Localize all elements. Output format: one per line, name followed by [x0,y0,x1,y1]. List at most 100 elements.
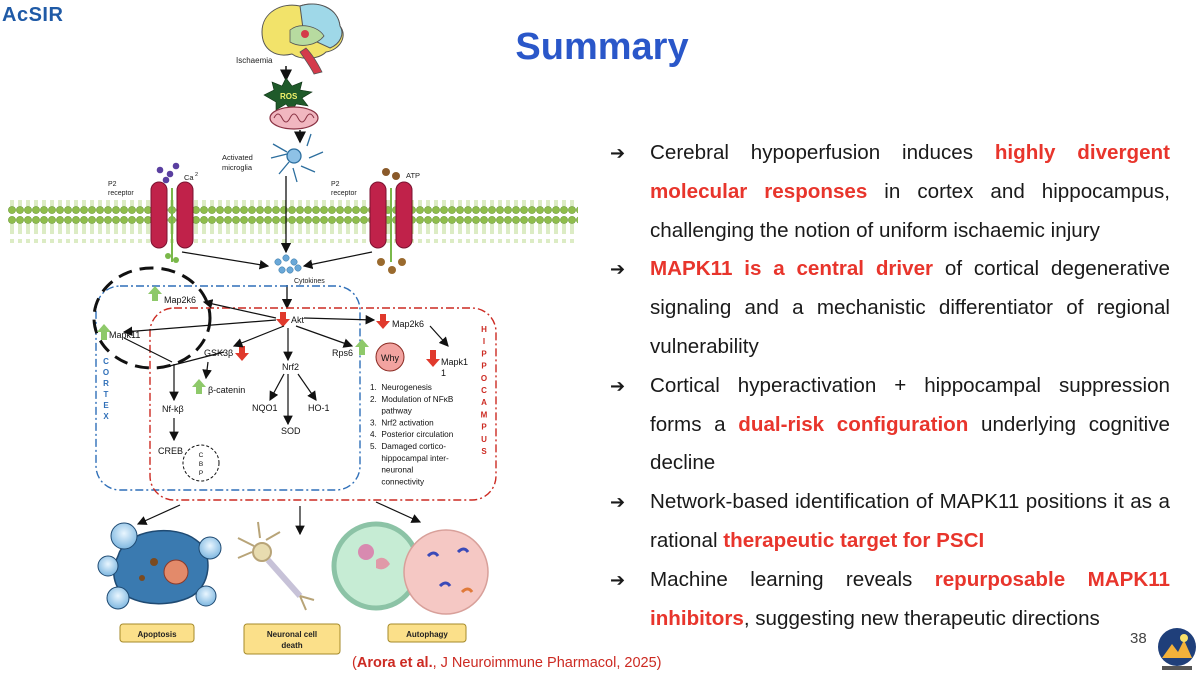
map2k6-right-label: Map2k6 [392,319,424,329]
neuron-illustration [237,521,315,611]
p2-right-label-line1: P2 [331,181,340,188]
hippocampus-letter: U [481,435,487,444]
bullet-text: Cortical hyperactivation + hippocampal s… [650,373,1170,436]
why-label: Why [381,353,400,363]
nqo1-label: NQO1 [252,403,278,413]
summary-bullet: ➔ MAPK11 is a central driver of cortical … [606,250,1170,366]
bullet-arrow-icon: ➔ [610,143,626,163]
ca-label: Ca [184,173,194,182]
p2-left-label-line1: P2 [108,181,117,188]
bullet-highlight: therapeutic target for PSCI [723,528,985,552]
ros-label: ROS [280,92,298,101]
hippocampus-letter: S [481,447,487,456]
autophagy-illustration [331,521,489,615]
hippocampus-letter: P [481,423,487,432]
akt-label: Akt [291,315,305,325]
ca-superscript: 2 [195,172,198,178]
bullet-text: Cerebral hypoperfusion induces [650,141,995,164]
cortex-letter: X [103,412,109,421]
gsk3b-node: GSK3β [204,346,249,361]
cbp-circle [182,444,220,482]
ho1-label: HO-1 [308,403,330,413]
p2-right-label-line2: receptor [331,190,357,197]
mapk11-right-label-line2: 1 [441,368,446,378]
hippocampus-letter: A [481,398,487,407]
why-list-item: 1. Neurogenesis [370,383,432,392]
hippocampus-letter: C [481,386,487,395]
mitochondrion-illustration [269,106,319,130]
cortex-region-box [95,285,361,491]
summary-bullet: ➔ Cerebral hypoperfusion induces highly d… [606,134,1170,250]
cortex-letter: R [103,379,109,388]
summary-bullet: ➔ Network-based identification of MAPK11 … [606,483,1170,561]
map2k6-right-node: Map2k6 [376,314,424,329]
cbp-letter: C [199,452,204,459]
bullet-arrow-icon: ➔ [610,375,626,396]
p2-receptor-right [369,168,413,274]
mapk11-right-node: Mapk1 1 [426,350,468,378]
cortex-letter: T [104,390,109,399]
apoptosis-label: Apoptosis [137,630,177,639]
beta-catenin-label: β-catenin [208,385,245,395]
bullet-highlight: repurposable MAPK11 inhibitors [650,567,1170,630]
hippocampus-letter: O [481,374,487,383]
bullet-arrow-icon: ➔ [610,492,626,513]
why-list-item: hippocampal inter- [370,454,449,463]
bullet-text: underlying cognitive decline [650,412,1170,475]
mapk11-highlight-circle [92,266,212,370]
why-list-item: neuronal [370,466,413,475]
autophagy-label: Autophagy [406,630,448,639]
map2k6-left-label: Map2k6 [164,295,196,305]
why-list-item: 3. Nrf2 activation [370,418,434,427]
bullet-highlight: highly divergent molecular responses [650,141,1170,203]
pathway-diagram: Ischaemia ROS Activated microglia P2 rec… [8,3,578,655]
cbp-letter: B [199,461,203,468]
ischaemia-label: Ischaemia [236,56,273,65]
bullet-text: in cortex and hippocampus, challenging t… [650,179,1170,242]
why-reasons-list: 1. Neurogenesis 2. Modulation of NFκB pat… [370,383,454,486]
citation-journal: , J Neuroimmune Pharmacol, 2025) [432,655,662,671]
bullet-text: , suggesting new therapeutic directions [743,606,1100,630]
microglia-illustration [270,133,324,183]
hippocampus-letter: H [481,325,487,334]
bullet-text: Network-based identification of MAPK11 p… [650,490,1170,552]
ros-burst [263,77,313,113]
cytokine-cluster [274,254,302,274]
hippocampus-region-box [149,307,497,501]
slide-number: 38 [1130,630,1147,647]
cortex-letter: E [103,401,109,410]
hippocampus-letter: I [483,337,485,346]
microglia-label-line2: microglia [222,163,253,172]
microglia-label-line1: Activated [222,153,253,162]
cortex-letter: C [103,357,109,366]
rps6-node: Rps6 [332,339,369,358]
mapk11-right-label-line1: Mapk1 [441,357,468,367]
akt-node: Akt [276,312,305,327]
why-list-item: connectivity [370,477,425,486]
map2k6-left-node: Map2k6 [148,286,196,305]
creb-label: CREB [158,446,183,456]
why-list-item: 5. Damaged cortico- [370,442,446,451]
sod-label: SOD [281,426,301,436]
bullet-text: Machine learning reveals [650,567,935,591]
summary-bullet: ➔ Machine learning reveals repurposable M… [606,561,1170,639]
why-list-item: 2. Modulation of NFκB [370,395,454,404]
brain-illustration [261,3,344,75]
atp-label: ATP [406,171,420,180]
mapk11-left-node: Mapk11 [97,324,140,340]
cbp-letter: P [199,470,203,477]
why-list-item: pathway [370,407,413,416]
why-badge: Why [375,342,405,372]
institution-emblem [1158,628,1196,670]
bullet-arrow-icon: ➔ [610,569,626,590]
bullet-text: of cortical degenerative signaling and a… [650,257,1170,358]
hippocampus-letter: P [481,349,487,358]
nrf2-label: Nrf2 [282,362,299,372]
citation-author: Arora et al. [356,655,433,671]
p2-receptor-left [150,162,194,263]
rps6-label: Rps6 [332,348,353,358]
bullet-highlight: MAPK11 is a central driver [650,257,934,281]
bullet-arrow-icon: ➔ [610,259,626,280]
